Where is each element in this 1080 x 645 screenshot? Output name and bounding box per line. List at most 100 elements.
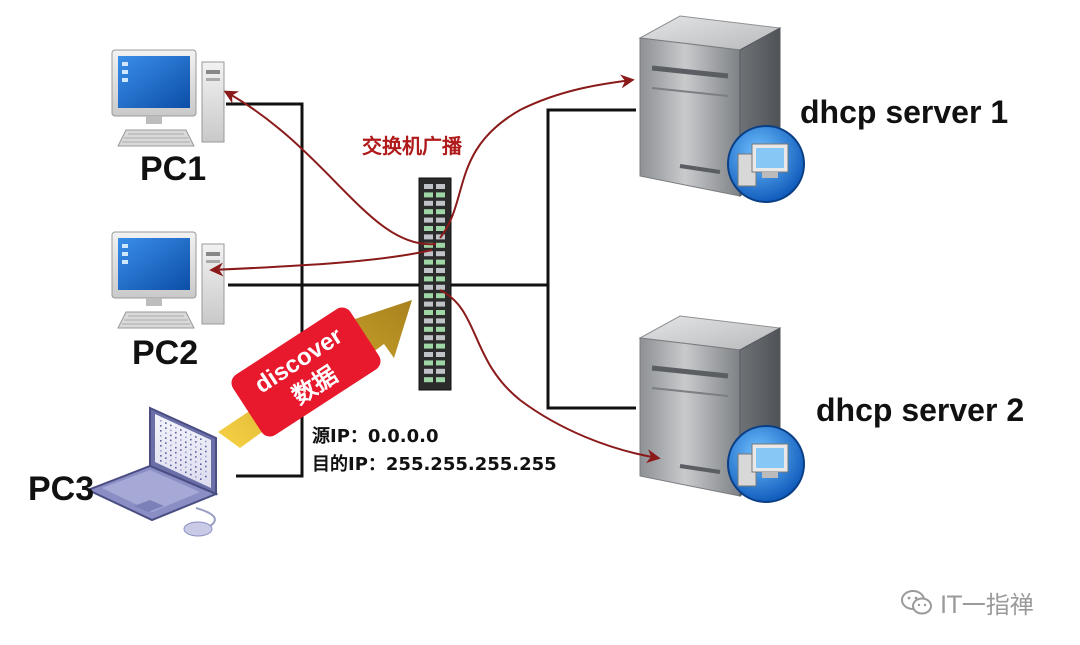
laptop-screen-dot [195,471,197,473]
switch-port [424,192,433,198]
laptop-screen-dot [165,432,167,434]
laptop-screen-dot [175,436,177,439]
laptop-screen-dot [185,451,187,454]
laptop-screen-dot [205,475,207,478]
wire-pc1 [226,102,304,478]
laptop-screen-dot [195,451,197,453]
laptop-screen-dot [175,456,177,459]
laptop-screen-dot [160,445,162,447]
network-wiring [226,102,636,478]
switch-broadcast-label: 交换机广播 [362,134,462,158]
switch-port [424,217,433,223]
laptop-screen-dot [175,441,177,444]
source-ip-label: 源IP：0.0.0.0 [312,426,439,447]
laptop-screen-dot [165,437,167,439]
laptop-screen-dot [160,460,162,462]
server-icon [638,315,782,497]
switch-port [436,276,445,282]
watermark: IT一指禅 [900,585,1034,620]
laptop-screen-dot [205,440,207,443]
laptop-screen-dot [205,470,207,473]
laptop-screen-dot [190,438,192,441]
laptop-screen-dot [200,478,202,480]
switch-port [436,209,445,215]
computer-badge-icon [727,425,805,503]
laptop-screen-dot [180,464,182,466]
laptop-screen-dot [160,425,162,427]
switch-port [424,318,433,324]
laptop-screen-dot [200,443,202,445]
switch-port [424,301,433,307]
switch-port [436,318,445,324]
laptop-screen-dot [195,461,197,463]
switch-ports [424,184,445,383]
broadcast-to-pc2 [209,249,433,277]
wire-servers [546,108,636,410]
laptop-screen-dot [180,459,182,461]
destination-ip-label: 目的IP：255.255.255.255 [312,454,557,475]
switch-port [436,360,445,366]
laptop-screen-dot [180,434,182,436]
switch-port [436,310,445,315]
laptop-screen-dot [180,449,182,451]
switch-port [436,217,445,223]
laptop-screen-dot [170,424,172,427]
laptop-screen-dot [175,431,177,434]
watermark-text: IT一指禅 [940,591,1034,619]
laptop-screen-dot [170,454,172,457]
switch-port [424,335,433,341]
laptop-screen-dot [195,436,197,438]
switch-port [436,200,445,206]
switch-port [436,301,445,307]
laptop-screen-dot [205,465,207,468]
laptop-screen-dot [200,468,202,470]
switch-port [424,352,433,357]
switch-port [424,343,433,349]
switch-port [436,343,445,349]
laptop-screen-dot [165,422,167,424]
laptop-screen-dot [190,448,192,451]
laptop-screen-dot [200,453,202,455]
laptop-screen-dot [160,420,162,422]
laptop-screen-dot [185,456,187,459]
laptop-screen-dot [160,435,162,437]
laptop-screen-dot [190,463,192,466]
switch-port [436,326,445,332]
laptop-screen-dot [205,460,207,463]
switch-port [424,234,433,240]
laptop-screen-dot [195,466,197,468]
laptop-screen-dot [170,434,172,437]
laptop-screen-dot [185,446,187,449]
switch-port [424,200,433,206]
broadcast-to-server2 [439,289,661,464]
switch-port [436,352,445,357]
laptop-screen-dot [180,469,182,471]
laptop-screen-dot [185,466,187,469]
laptop-screen-dot [175,426,177,429]
switch-port [436,184,445,189]
laptop-screen-dot [170,444,172,447]
switch-port [424,377,433,383]
switch-port [424,360,433,366]
desktop-computer-icon [111,49,225,147]
dhcp-server-1 [638,15,805,203]
laptop-screen-pattern [160,420,207,480]
pc1-label: PC1 [140,150,207,188]
laptop-screen-dot [165,452,167,454]
laptop-screen-dot [185,441,187,444]
switch-port [424,242,433,248]
laptop-screen-dot [190,433,192,436]
switch-port [436,293,445,299]
laptop-screen-dot [175,446,177,449]
laptop-screen-dot [185,436,187,439]
laptop-screen-dot [170,459,172,462]
broadcast-to-server1 [439,74,635,239]
laptop-screen-dot [205,445,207,448]
switch-port [436,192,445,198]
laptop-screen-dot [205,450,207,453]
broadcast-to-pc1 [223,90,437,246]
laptop-screen-dot [185,471,187,474]
laptop-screen-dot [200,473,202,475]
laptop-screen-dot [195,456,197,458]
desktop-computer-icon [111,231,225,329]
